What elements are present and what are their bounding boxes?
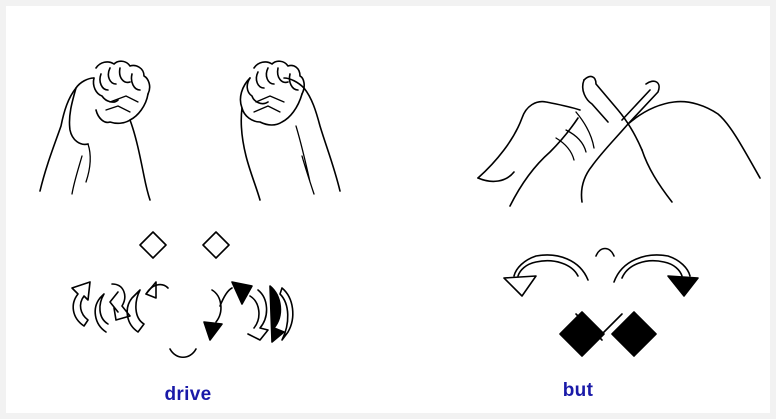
mouth-curve-icon: [170, 349, 196, 357]
hand-shape-diamond-icon: [203, 232, 229, 258]
arrow-right-curved-icon: [614, 255, 698, 296]
small-arc-icon: [596, 249, 614, 257]
movement-arrows-left-icon: [72, 282, 168, 332]
sign-panel-but: but: [396, 6, 770, 413]
sign-word-caption: drive: [0, 384, 378, 406]
sign-panel-drive: drive: [6, 6, 386, 413]
sign-language-figure: drive: [6, 6, 770, 413]
hand-shape-diamond-icon: [140, 232, 166, 258]
movement-arrows-right-icon: [204, 282, 293, 342]
crossed-diamonds-icon: [560, 312, 656, 356]
sign-word-caption: but: [391, 380, 765, 402]
sign-notation-movement-arrows-icon: [6, 6, 386, 413]
arrow-left-curved-icon: [504, 255, 588, 296]
sign-notation-diverging-arrows-icon: [396, 6, 770, 413]
